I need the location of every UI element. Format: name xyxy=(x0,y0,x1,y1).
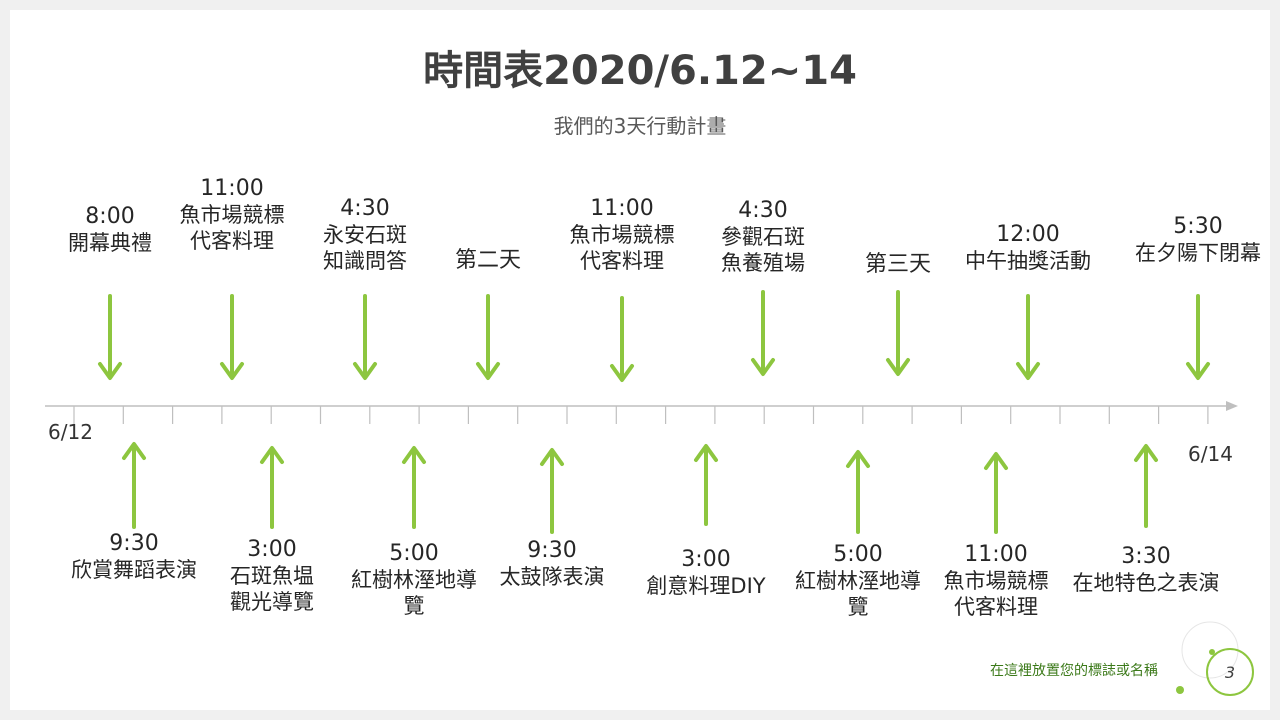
bottom-event-line: 石斑魚塭 xyxy=(230,564,314,588)
bottom-event-arrow-5-head xyxy=(846,450,870,468)
bottom-event-line: 3:00 xyxy=(681,547,731,572)
bottom-event-arrow-6-head xyxy=(984,452,1008,470)
bottom-event-line: 覽 xyxy=(847,595,869,619)
top-event-line: 參觀石斑 xyxy=(721,225,805,249)
top-event-arrow-1-head xyxy=(220,362,244,380)
bottom-event-arrow-2-head xyxy=(402,446,426,464)
timeline-axis-arrowhead xyxy=(1226,401,1238,411)
top-event-arrow-2-head xyxy=(353,362,377,380)
top-event-3: 第二天 xyxy=(455,248,521,274)
bottom-event-line: 3:00 xyxy=(247,537,297,562)
top-event-line: 魚市場競標 xyxy=(179,203,285,227)
top-event-arrow-6-head xyxy=(886,358,910,376)
top-event-line: 5:30 xyxy=(1173,214,1223,239)
top-event-line: 魚市場競標 xyxy=(569,223,675,247)
bottom-event-arrow-7-head xyxy=(1134,444,1158,462)
bottom-event-line: 創意料理DIY xyxy=(646,574,766,598)
top-event-arrow-4-head xyxy=(610,364,634,382)
top-event-line: 開幕典禮 xyxy=(68,231,152,255)
top-event-line: 代客料理 xyxy=(190,229,274,253)
bottom-event-line: 紅樹林溼地導 xyxy=(795,569,921,593)
bottom-event-line: 3:30 xyxy=(1121,544,1171,569)
top-event-line: 8:00 xyxy=(85,204,135,229)
top-event-line: 永安石斑 xyxy=(323,223,407,247)
bottom-event-line: 9:30 xyxy=(109,531,159,556)
top-event-line: 11:00 xyxy=(200,176,264,201)
page-subtitle: 我們的3天行動計畫 xyxy=(553,114,727,138)
bottom-event-line: 9:30 xyxy=(527,538,577,563)
top-event-line: 魚養殖場 xyxy=(721,251,805,275)
bottom-event-line: 5:00 xyxy=(833,542,883,567)
top-event-arrow-0-head xyxy=(98,362,122,380)
end-date-label: 6/14 xyxy=(1188,442,1233,466)
bottom-event-line: 11:00 xyxy=(964,542,1028,567)
top-event-line: 第三天 xyxy=(864,252,932,277)
bottom-event-line: 在地特色之表演 xyxy=(1072,571,1220,595)
decor-dot-small xyxy=(1176,686,1184,694)
top-event-line: 知識問答 xyxy=(323,249,407,273)
bottom-event-line: 覽 xyxy=(403,594,425,618)
top-event-line: 4:30 xyxy=(738,198,788,223)
bottom-event-arrow-0-head xyxy=(122,442,146,460)
bottom-event-line: 代客料理 xyxy=(954,595,1038,619)
bottom-event-arrow-1-head xyxy=(260,446,284,464)
top-event-arrow-3-head xyxy=(476,362,500,380)
top-event-line: 4:30 xyxy=(340,196,390,221)
top-event-arrow-8-head xyxy=(1186,362,1210,380)
logo-placeholder-text: 在這裡放置您的標誌或名稱 xyxy=(990,663,1158,679)
top-event-line: 代客料理 xyxy=(580,249,664,273)
top-event-6: 第三天 xyxy=(865,252,931,278)
bottom-event-line: 觀光導覽 xyxy=(230,590,314,614)
top-event-line: 第二天 xyxy=(454,248,522,273)
top-event-line: 11:00 xyxy=(590,196,654,221)
top-event-line: 在夕陽下閉幕 xyxy=(1135,241,1261,265)
top-event-arrow-5-head xyxy=(751,358,775,376)
top-event-line: 中午抽獎活動 xyxy=(965,249,1091,273)
page-title: 時間表2020/6.12~14 xyxy=(423,48,857,94)
bottom-event-line: 太鼓隊表演 xyxy=(499,565,605,589)
slide xyxy=(10,10,1270,710)
top-event-arrow-7-head xyxy=(1016,362,1040,380)
bottom-event-line: 5:00 xyxy=(389,541,439,566)
bottom-event-line: 欣賞舞蹈表演 xyxy=(71,558,197,582)
start-date-label: 6/12 xyxy=(48,420,93,444)
bottom-event-line: 紅樹林溼地導 xyxy=(351,568,477,592)
bottom-event-arrow-4-head xyxy=(694,444,718,462)
top-event-line: 12:00 xyxy=(996,222,1060,247)
bottom-event-line: 魚市場競標 xyxy=(943,569,1049,593)
page-number: 3 xyxy=(1206,648,1254,696)
bottom-event-arrow-3-head xyxy=(540,448,564,466)
